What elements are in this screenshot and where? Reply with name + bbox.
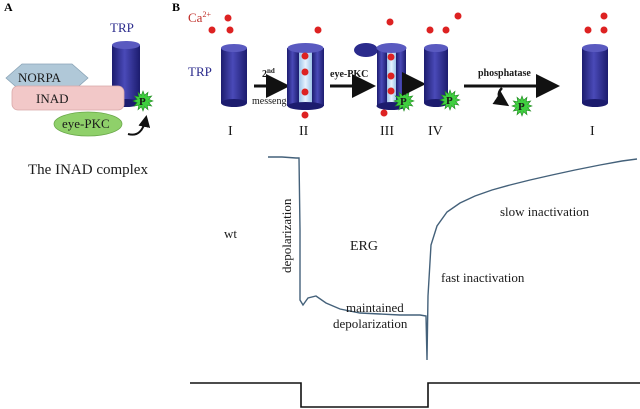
phospho-burst-4 [439,89,461,111]
second-label: 2nd [262,67,275,80]
stimulus-trace [190,382,640,408]
release-arrow [492,87,510,107]
p-label-4: P [446,95,453,107]
curved-arrow-a [127,115,151,136]
panel-label-b: B [172,0,180,14]
eye-pkc-label-b: eye-PKC [330,69,368,80]
maintained-label-2: depolarization [333,316,408,331]
erg-recording: wt depolarization ERG maintained depolar… [190,156,640,408]
burst-shape [511,95,533,117]
inad-complex: TRP NORPA INAD eye-PKC P The INAD comple… [5,20,154,178]
p-label-released: P [518,101,525,113]
p-label-a: P [139,96,146,108]
slow-inactivation-label: slow inactivation [500,204,590,219]
burst-shape [439,89,461,111]
complex-caption: The INAD complex [28,162,148,178]
channel-stage-2 [287,43,324,110]
ca-label: Ca2+ [188,10,211,25]
norpa-label: NORPA [18,70,61,85]
stage-label-1-return: I [590,124,595,139]
channel-stage-1-return [582,44,608,107]
channel-stage-1 [221,44,247,107]
channel-stage-4 [424,44,448,107]
inad-label: INAD [36,91,69,106]
inad-shape [11,85,125,111]
maintained-label-1: maintained [346,300,404,315]
erg-label: ERG [350,239,378,254]
phospho-burst-a [132,90,154,112]
erg-trace [268,156,638,361]
messenger-label: messenger [252,96,295,107]
eye-pkc-shape [53,111,123,137]
p-label-3: P [400,96,407,108]
stage-label-2: II [299,124,309,139]
trp-label-b: TRP [188,64,212,79]
stage-label-4: IV [428,124,443,139]
trp-label-a: TRP [110,20,134,35]
phosphatase-label: phosphatase [478,68,531,79]
eye-pkc-label-a: eye-PKC [62,116,110,131]
burst-shape [132,90,154,112]
stage-label-1: I [228,124,233,139]
channel-cycle: Ca2+ TRP 2nd messenger eye-PKC [188,10,608,139]
phospho-burst-released [511,95,533,117]
calcium-ions [208,12,608,119]
stage-label-3: III [380,124,394,139]
panel-label-a: A [4,0,13,14]
depolarization-label: depolarization [279,198,294,273]
wt-label: wt [224,226,237,241]
fast-inactivation-label: fast inactivation [441,270,525,285]
